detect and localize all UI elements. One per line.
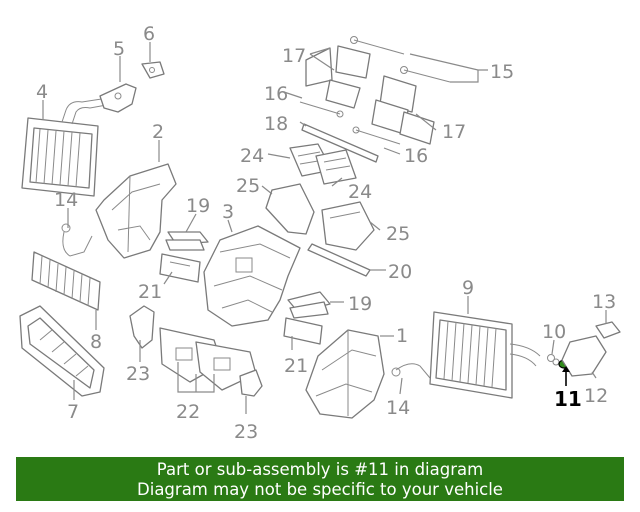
- callout-16-upper: 16: [264, 83, 288, 105]
- callout-20: 20: [388, 261, 412, 283]
- part-13-sensor: [595, 321, 621, 339]
- part-6-clip: [141, 61, 165, 79]
- part-21-door-lower: [283, 317, 323, 345]
- part-1-housing: [305, 329, 385, 419]
- callout-23-lower: 23: [234, 421, 258, 443]
- leader-11-highlighted: [562, 366, 570, 386]
- part-25-duct-left: [265, 183, 315, 235]
- part-7-case: [19, 305, 105, 397]
- part-25-duct-right: [321, 201, 375, 251]
- callout-22: 22: [176, 401, 200, 423]
- callout-21-upper: 21: [138, 281, 162, 303]
- callout-10: 10: [542, 321, 566, 343]
- part-5-bracket: [99, 83, 137, 113]
- part-8-filter: [31, 251, 101, 311]
- callout-2: 2: [152, 121, 164, 143]
- callout-19-lower: 19: [348, 293, 372, 315]
- callout-24-left: 24: [240, 145, 264, 167]
- part-23-bracket-left: [129, 305, 155, 349]
- part-12-expansion-valve: [561, 335, 607, 377]
- part-19-door-lower: [287, 291, 331, 319]
- callout-18: 18: [264, 113, 288, 135]
- callout-5: 5: [113, 38, 125, 60]
- callout-7: 7: [67, 401, 79, 423]
- part-9-evaporator: [429, 311, 541, 399]
- callout-24-right: 24: [348, 181, 372, 203]
- parts-diagram: 4 5 6 2 14 8 7 19 3 21 23 22 23 24 25 24…: [19, 23, 621, 443]
- callout-14-left: 14: [54, 189, 78, 211]
- part-17-filter-c: [325, 79, 361, 109]
- part-14-sensor-left: [61, 223, 93, 257]
- part-20-bar: [307, 243, 371, 277]
- part-17-filter-b: [335, 45, 371, 79]
- info-banner: Part or sub-assembly is #11 in diagram D…: [16, 457, 624, 501]
- part-19-door-upper: [165, 231, 209, 251]
- callout-14-right: 14: [386, 397, 410, 419]
- callout-1: 1: [396, 325, 408, 347]
- part-3-center-housing: [203, 225, 301, 327]
- part-17-filter-d: [371, 75, 435, 145]
- banner-line-2: Diagram may not be specific to your vehi…: [137, 480, 503, 499]
- callout-labels: 4 5 6 2 14 8 7 19 3 21 23 22 23 24 25 24…: [36, 23, 616, 443]
- callout-9: 9: [462, 277, 474, 299]
- callout-11-highlighted: 11: [554, 387, 582, 411]
- part-14-sensor-right: [391, 363, 431, 379]
- callout-23-left: 23: [126, 363, 150, 385]
- callout-6: 6: [143, 23, 155, 45]
- callout-25-right: 25: [386, 223, 410, 245]
- leader-lines: [42, 42, 607, 414]
- callout-4: 4: [36, 81, 48, 103]
- part-18-seal: [301, 123, 379, 163]
- callout-12: 12: [584, 385, 608, 407]
- callout-19-upper: 19: [186, 195, 210, 217]
- part-24-vent-right: [315, 149, 357, 185]
- callout-16-lower: 16: [404, 145, 428, 167]
- callout-25-left: 25: [236, 175, 260, 197]
- part-10-o-ring: [547, 354, 560, 366]
- callout-17-lower: 17: [442, 121, 466, 143]
- callout-8: 8: [90, 331, 102, 353]
- callout-17-upper: 17: [282, 45, 306, 67]
- part-23-bracket-lower: [239, 369, 263, 397]
- part-17-filter-a: [305, 47, 333, 87]
- callout-3: 3: [222, 201, 234, 223]
- callout-15: 15: [490, 61, 514, 83]
- part-15-bolts: [350, 36, 451, 83]
- callout-13: 13: [592, 291, 616, 313]
- callout-21-lower: 21: [284, 355, 308, 377]
- part-2-housing: [95, 163, 177, 259]
- banner-line-1: Part or sub-assembly is #11 in diagram: [156, 460, 484, 479]
- part-4-heater-core: [21, 97, 113, 197]
- part-16-bolts: [299, 101, 401, 145]
- part-21-door-upper: [159, 253, 201, 283]
